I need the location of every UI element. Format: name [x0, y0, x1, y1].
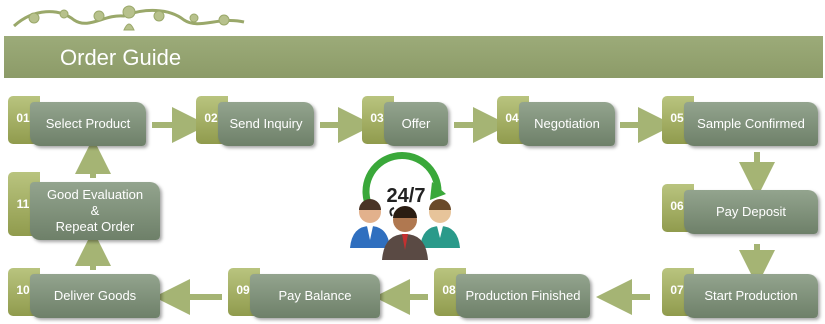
title-bar: Order Guide: [4, 36, 823, 78]
step-box: Good Evaluation & Repeat Order: [30, 182, 160, 240]
step-11: Good Evaluation & Repeat Order 11: [8, 172, 160, 242]
step-09: Pay Balance 09: [228, 268, 380, 318]
step-label: Start Production: [704, 288, 798, 303]
step-08: Production Finished 08: [434, 268, 590, 318]
step-number: 01: [16, 111, 30, 125]
step-05: Sample Confirmed 05: [662, 96, 818, 146]
step-box: Negotiation: [519, 102, 615, 146]
step-label: Send Inquiry: [229, 116, 303, 131]
step-02: Send Inquiry 02: [196, 96, 314, 146]
step-box: Select Product: [30, 102, 146, 146]
step-number: 07: [670, 283, 684, 297]
step-label: Good Evaluation & Repeat Order: [43, 187, 147, 235]
step-number: 03: [370, 111, 384, 125]
step-number: 11: [16, 197, 30, 211]
step-number: 02: [204, 111, 218, 125]
step-box: Send Inquiry: [218, 102, 314, 146]
step-06: Pay Deposit 06: [662, 184, 818, 234]
step-box: Pay Deposit: [684, 190, 818, 234]
step-label: Sample Confirmed: [697, 116, 805, 131]
step-number: 04: [505, 111, 519, 125]
step-label: Production Finished: [465, 288, 581, 303]
step-number: 09: [236, 283, 250, 297]
step-10: Deliver Goods 10: [8, 268, 160, 318]
step-box: Sample Confirmed: [684, 102, 818, 146]
step-box: Production Finished: [456, 274, 590, 318]
step-07: Start Production 07: [662, 268, 818, 318]
support-24-7-text: 24/7: [387, 185, 426, 207]
step-box: Offer: [384, 102, 448, 146]
step-number: 08: [442, 283, 456, 297]
support-24-7-icon: 24/7: [350, 152, 460, 260]
step-04: Negotiation 04: [497, 96, 615, 146]
step-box: Deliver Goods: [30, 274, 160, 318]
step-number: 06: [670, 199, 684, 213]
step-label: Select Product: [45, 116, 131, 131]
step-label-line: Repeat Order: [55, 219, 135, 234]
step-01: Select Product 01: [8, 96, 146, 146]
step-label: Pay Deposit: [715, 204, 787, 219]
step-03: Offer 03: [362, 96, 448, 146]
step-label-line: &: [90, 203, 100, 218]
step-label-line: Good Evaluation: [46, 187, 144, 202]
step-label: Pay Balance: [278, 288, 352, 303]
step-label: Offer: [401, 116, 431, 131]
support-agents: [350, 199, 460, 260]
step-label: Negotiation: [534, 116, 600, 131]
step-box: Pay Balance: [250, 274, 380, 318]
decorative-ornament: [12, 5, 245, 31]
step-number: 10: [16, 283, 30, 297]
step-box: Start Production: [684, 274, 818, 318]
page-title: Order Guide: [60, 45, 182, 70]
step-label: Deliver Goods: [53, 288, 137, 303]
step-number: 05: [670, 111, 684, 125]
